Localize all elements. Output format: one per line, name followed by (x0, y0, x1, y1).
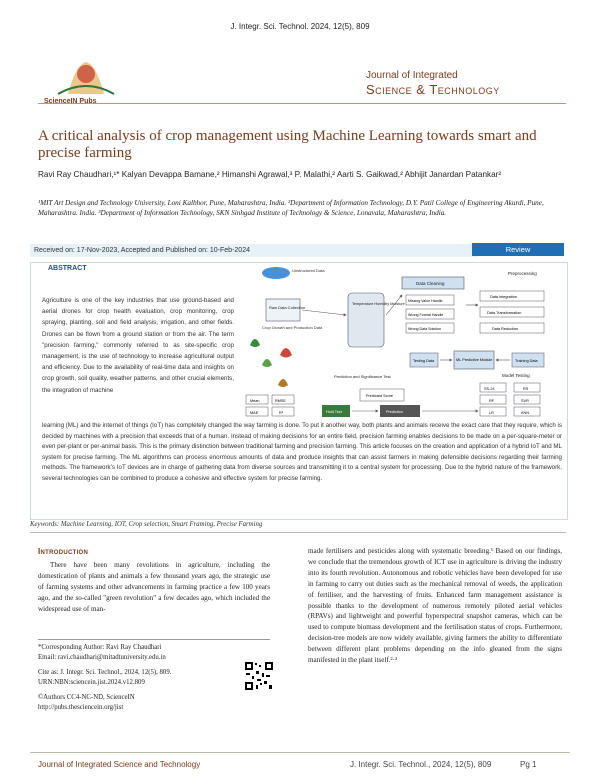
fig-label-3: Temperature Humidity Moisture (352, 302, 405, 306)
fig-label-0: Unstructured Data (292, 268, 325, 273)
article-title: A critical analysis of crop management u… (38, 128, 537, 161)
sciencein-logo: ScienceIN Pubs (38, 56, 134, 106)
page-number: Pg 1 (520, 760, 537, 769)
intro-paragraph-right: made fertilisers and pesticides along wi… (308, 547, 562, 665)
sensor-db (347, 292, 385, 348)
intro-paragraph-left: There have been many revolutions in agri… (38, 561, 270, 613)
fig-label-26: RF (489, 399, 495, 403)
header-rule (38, 103, 566, 104)
fig-label-17: Predicted Score (366, 394, 393, 398)
author-list: Ravi Ray Chaudhari,¹* Kalyan Devappa Bam… (38, 170, 502, 179)
plant-icon (250, 339, 260, 347)
fig-label-10: Data Transformation (487, 311, 521, 315)
graphical-abstract-figure: Unstructured Data Raw Data Collection Cr… (240, 265, 562, 420)
fig-label-2: Crop Growth and Production Data (262, 325, 323, 330)
fig-label-21: RMSE (275, 399, 286, 403)
fig-label-16: Model Testing (502, 373, 530, 378)
fig-label-13: ML Predictive Module (456, 358, 492, 362)
abstract-heading: ABSTRACT (48, 265, 87, 272)
article-type-badge: Review (472, 243, 564, 256)
article-dates: Received on: 17-Nov-2023, Accepted and P… (30, 244, 478, 257)
fig-label-11: Data Reduction (492, 327, 518, 331)
cloud-icon (262, 267, 290, 279)
fig-label-23: R² (279, 411, 284, 415)
footer-rule (30, 752, 570, 753)
fig-label-1: Raw Data Collection (269, 305, 305, 310)
urn: URN:NBN:sciencein.jist.2024.v12.809 (38, 678, 145, 686)
fig-label-12: Testing Data (413, 359, 435, 363)
header-citation: J. Integr. Sci. Technol. 2024, 12(5), 80… (230, 22, 370, 31)
corresponding-author: *Corresponding Author: Ravi Ray Chaudhar… (38, 644, 162, 651)
fig-label-28: LR (489, 411, 494, 415)
fig-label-5: Missing Value Handle (408, 299, 443, 303)
fig-label-4: Data Cleaning (416, 281, 445, 286)
abstract-frame (30, 262, 568, 520)
fig-label-20: Mean (250, 399, 260, 403)
abstract-text-part1: Agriculture is one of the key industries… (42, 297, 234, 394)
fig-label-7: Wrong Data Solution (408, 327, 441, 331)
footer-journal-name: Journal of Integrated Science and Techno… (38, 760, 201, 769)
section-heading-introduction: Introduction (38, 547, 89, 556)
fig-label-19: Prediction (386, 410, 403, 414)
fig-label-18: Hold Test (326, 410, 343, 414)
fig-label-29: KNN (521, 411, 529, 415)
raw-data-box (265, 298, 301, 322)
journal-name-line1: Journal of Integrated (366, 70, 458, 81)
footer-citation: J. Integr. Sci. Technol., 2024, 12(5), 8… (350, 760, 492, 769)
corresponding-email[interactable]: Email: ravi.chaudhari@mitadtuniversity.e… (38, 653, 166, 661)
keywords: Keywords: Machine Learning, IOT, Crop se… (30, 521, 566, 533)
fig-label-25: RS (523, 387, 529, 391)
fig-label-22: MAE (250, 411, 259, 415)
fig-label-15: Prediction and Significance Test (334, 374, 392, 379)
license: ©Authors CC4-NC-ND, ScienceIN (38, 694, 135, 701)
fig-label-8: Preprocessing (508, 271, 537, 276)
cite-as: Cite as: J. Integr. Sci. Technol., 2024,… (38, 669, 172, 676)
fig-label-27: SVR (521, 399, 529, 403)
fig-label-9: Data Integration (490, 295, 517, 299)
correspondence-block: *Corresponding Author: Ravi Ray Chaudhar… (38, 639, 270, 712)
journal-name-line2: Science & Technology (366, 82, 500, 97)
journal-url[interactable]: http://pubs.thesciencein.org/jist (38, 703, 124, 711)
fig-label-14: Training Data (515, 359, 539, 363)
fig-label-6: Wrong Format Handle (408, 313, 443, 317)
svg-text:ScienceIN Pubs: ScienceIN Pubs (44, 98, 97, 105)
abstract-text-part2: learning (ML) and the internet of things… (42, 422, 562, 482)
affiliations: ¹MIT Art Design and Technology Universit… (38, 199, 544, 217)
fig-label-24: SS-24 (484, 387, 495, 391)
qr-code-icon[interactable] (244, 661, 274, 691)
